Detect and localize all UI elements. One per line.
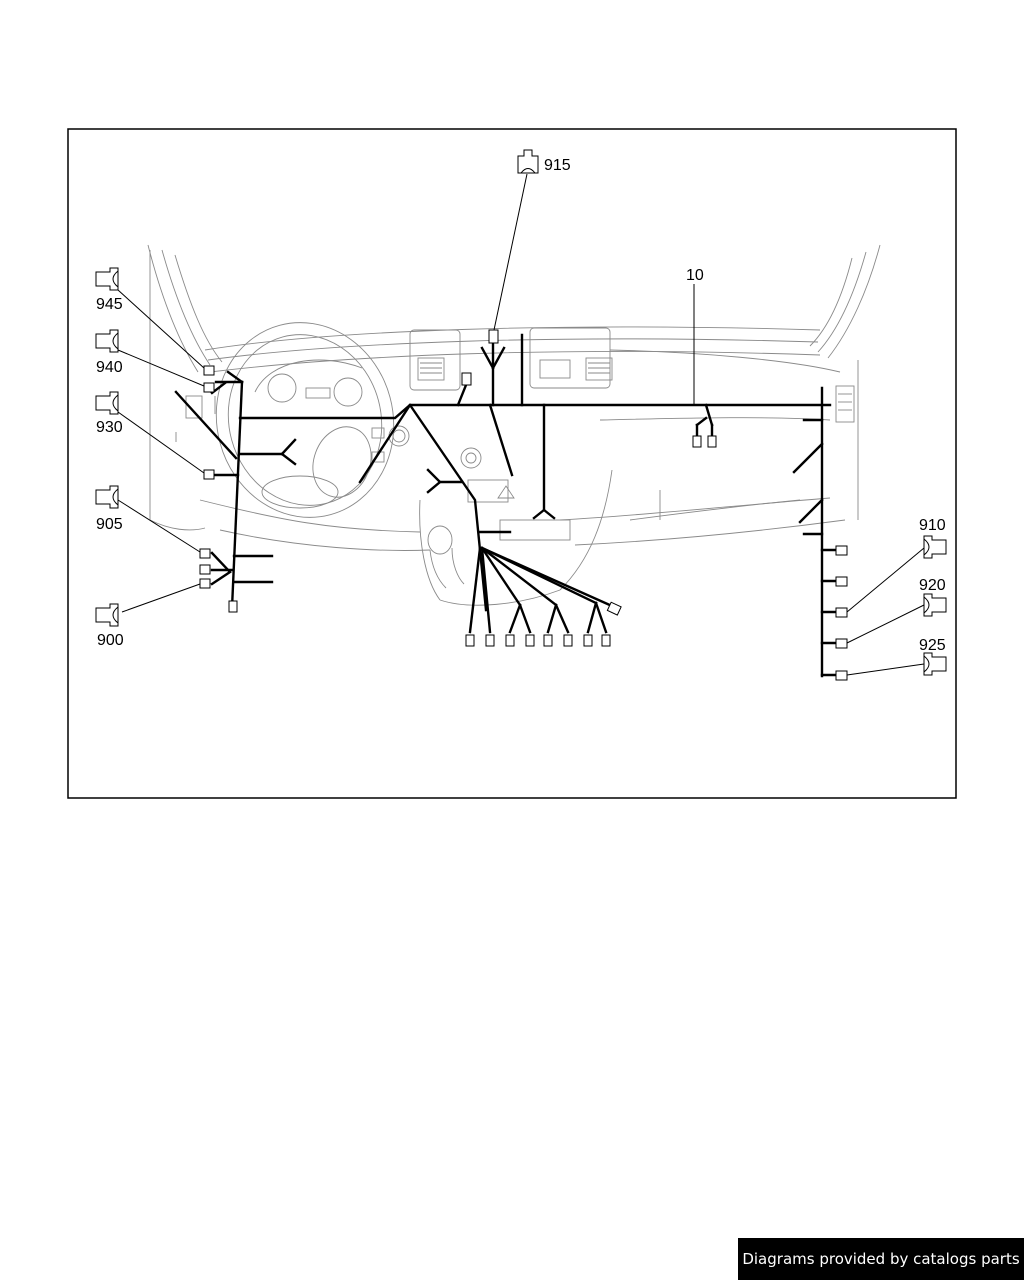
diagram-frame	[67, 128, 957, 799]
connector-905-icon	[95, 485, 119, 509]
connector-940-icon	[95, 329, 119, 353]
callout-915: 915	[544, 157, 571, 174]
callout-910: 910	[919, 517, 946, 534]
callout-925: 925	[919, 637, 946, 654]
connector-925-icon	[923, 652, 947, 676]
callout-10: 10	[686, 267, 704, 284]
footer-credit-banner: Diagrams provided by catalogs parts	[738, 1238, 1024, 1280]
connector-910-icon	[923, 535, 947, 559]
wiring-harness	[174, 333, 838, 678]
callout-940: 940	[96, 359, 123, 376]
callout-900: 900	[97, 632, 124, 649]
dashboard-outline	[147, 244, 881, 606]
connector-920-icon	[923, 593, 947, 617]
callout-920: 920	[919, 577, 946, 594]
connector-915-icon	[517, 149, 539, 174]
footer-credit-text: Diagrams provided by catalogs parts	[742, 1250, 1020, 1268]
harness-plugs	[199, 329, 848, 681]
connector-945-icon	[95, 267, 119, 291]
callout-905: 905	[96, 516, 123, 533]
callout-930: 930	[96, 419, 123, 436]
connector-930-icon	[95, 391, 119, 415]
connector-900-icon	[95, 603, 119, 627]
callout-945: 945	[96, 296, 123, 313]
leader-lines	[117, 173, 925, 676]
